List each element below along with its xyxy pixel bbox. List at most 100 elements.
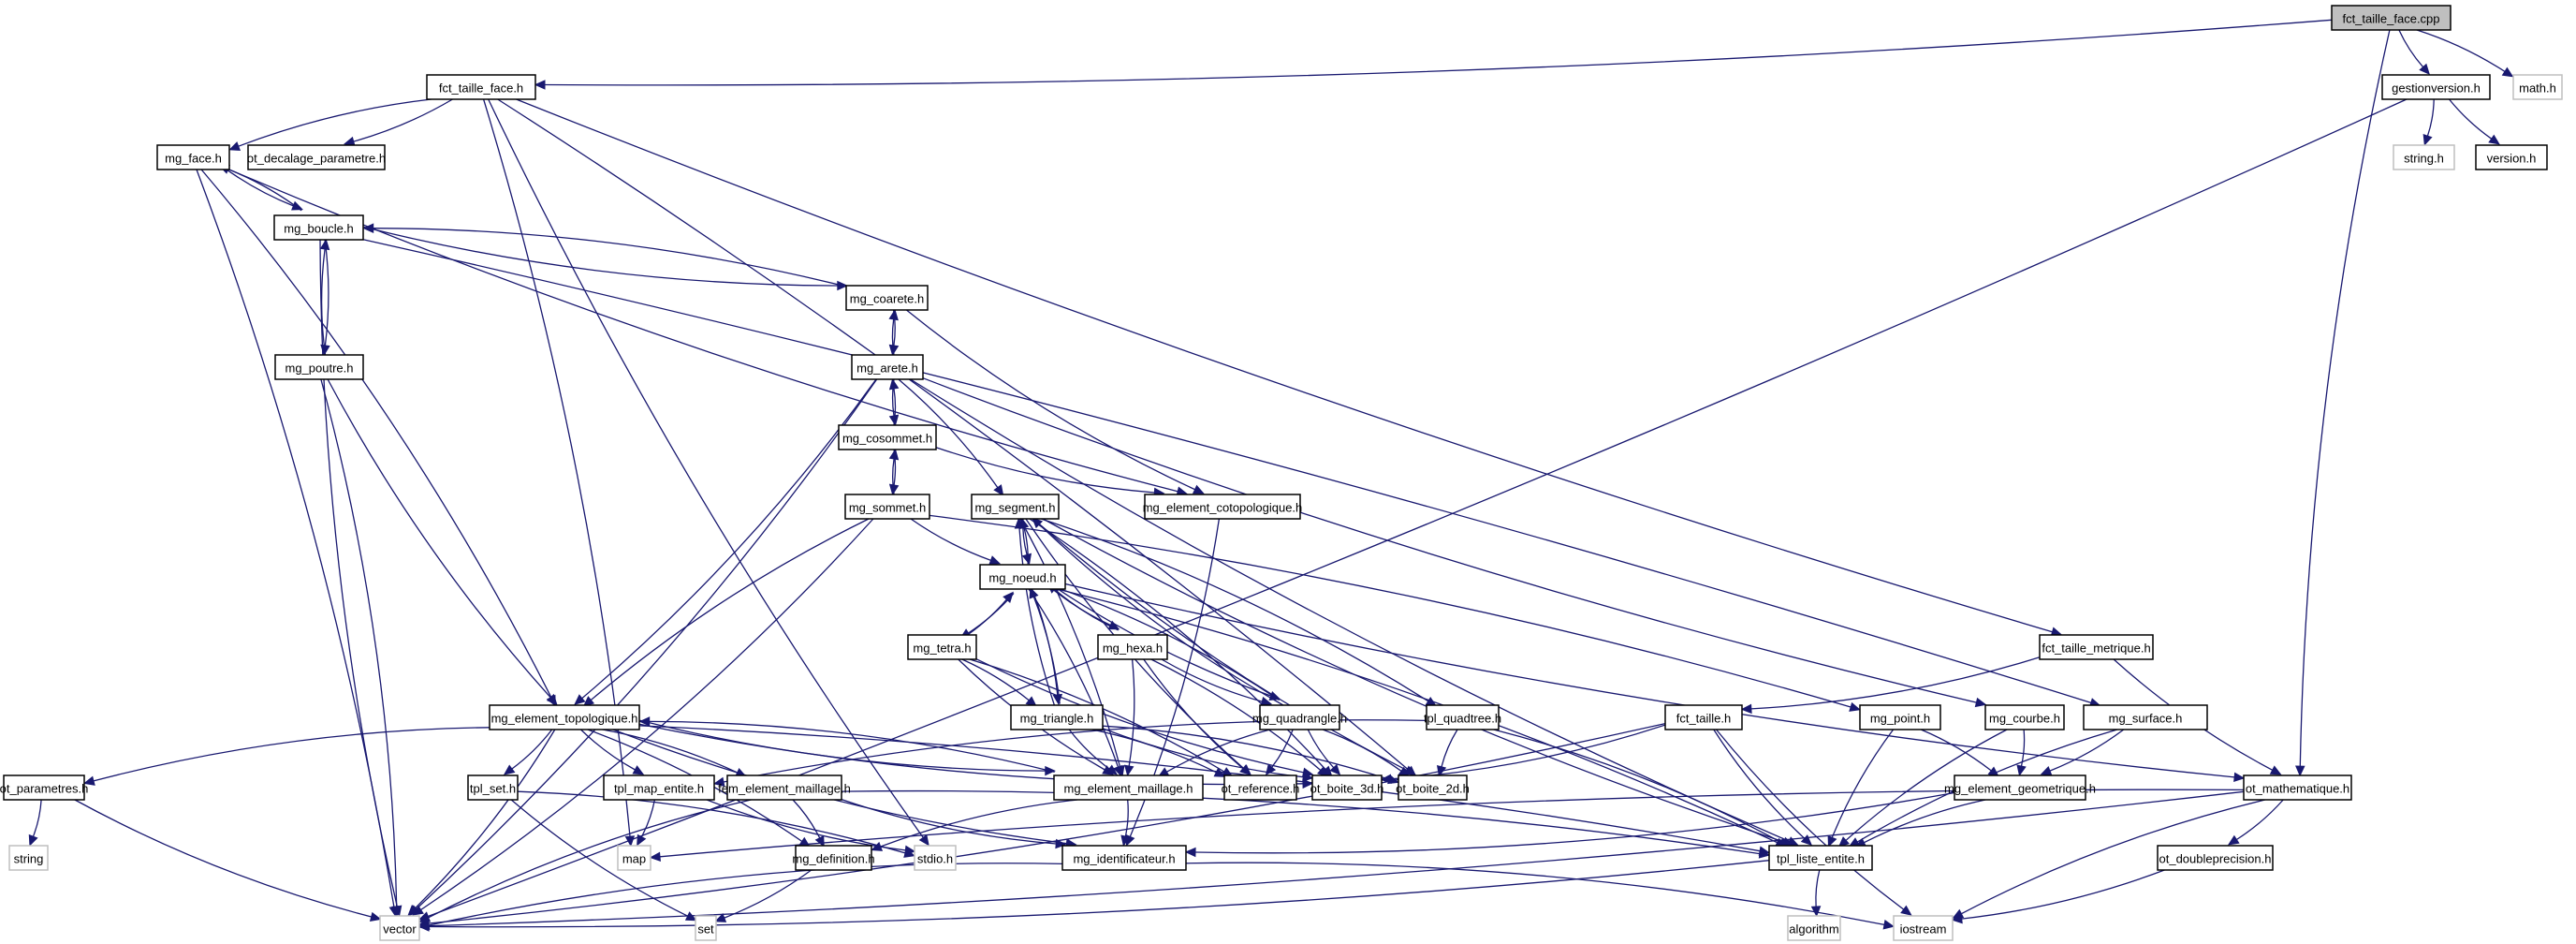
edge-ot_parametres_h-to-vector [74,799,382,922]
node-box[interactable] [3,774,85,801]
node-mg-arete-h[interactable]: mg_arete.h [851,354,924,380]
edge-mg_element_topologique_h-to-vector [407,729,556,917]
node-box[interactable] [979,564,1066,590]
arrowhead-icon [1810,906,1822,918]
node-box[interactable] [273,214,364,241]
node-box[interactable] [845,285,929,311]
node-box[interactable] [467,774,519,801]
node-box[interactable] [2039,634,2154,660]
node-box[interactable] [489,704,640,730]
node-box[interactable] [2083,704,2208,730]
node-box[interactable] [274,354,364,380]
node-box[interactable] [1097,634,1168,660]
edge-mg_triangle_h-to-mg_noeud_h [1029,586,1061,704]
node-ot-parametres-h[interactable]: ot_parametres.h [0,774,88,801]
node-box[interactable] [1954,774,2086,801]
node-label: mg_courbe.h [1989,712,2060,726]
node-fct-taille-face-cpp[interactable]: fct_taille_face.cpp [2331,5,2452,31]
node-label: mg_tetra.h [913,642,971,656]
node-mg-identificateur-h[interactable]: mg_identificateur.h [1061,845,1187,871]
node-ot-doubleprecision-h[interactable]: ot_doubleprecision.h [2157,845,2274,871]
node-mg-quadrangle-h[interactable]: mg_quadrangle.h [1252,704,1347,730]
node-fct-taille-h[interactable]: fct_taille.h [1664,704,1743,730]
node-mg-element-maillage-h[interactable]: mg_element_maillage.h [1053,774,1204,801]
node-box[interactable] [795,845,872,871]
node-box[interactable] [844,494,930,520]
node-vector: vector [379,915,420,941]
node-fct-taille-metrique-h[interactable]: fct_taille_metrique.h [2039,634,2154,660]
node-box[interactable] [1398,774,1468,801]
node-box[interactable] [426,74,536,100]
node-mg-cosommet-h[interactable]: mg_cosommet.h [838,424,937,450]
node-fct-taille-face-h[interactable]: fct_taille_face.h [426,74,536,100]
node-box[interactable] [726,774,842,801]
node-box[interactable] [603,774,715,801]
node-box[interactable] [907,634,977,660]
node-mg-triangle-h[interactable]: mg_triangle.h [1010,704,1104,730]
node-box[interactable] [1144,494,1301,520]
edge-line [1194,791,1955,854]
arrowhead-icon [534,80,546,90]
node-ot-reference-h[interactable]: ot_reference.h [1222,774,1300,801]
edge-line [428,863,1063,926]
node-mg-coarete-h[interactable]: mg_coarete.h [845,285,929,311]
node-label: mg_cosommet.h [842,432,932,446]
node-tpl-quadtree-h[interactable]: tpl_quadtree.h [1424,704,1501,730]
node-version-h[interactable]: version.h [2475,144,2548,170]
node-mg-hexa-h[interactable]: mg_hexa.h [1097,634,1168,660]
arrowhead-icon [1951,913,1963,924]
node-box[interactable] [2157,845,2274,871]
node-mg-surface-h[interactable]: mg_surface.h [2083,704,2208,730]
node-box[interactable] [2243,774,2352,801]
node-mg-face-h[interactable]: mg_face.h [156,144,230,170]
node-label: fct_taille_face.h [439,81,523,96]
edge-line [929,514,1852,708]
node-box[interactable] [1859,704,1941,730]
node-box[interactable] [156,144,230,170]
node-box[interactable] [851,354,924,380]
node-ot-boite-3d-h[interactable]: ot_boite_3d.h [1310,774,1384,801]
node-mg-segment-h[interactable]: mg_segment.h [971,494,1060,520]
node-tpl-map-entite-h[interactable]: tpl_map_entite.h [603,774,715,801]
edge-line [1040,518,1429,702]
node-ot-decalage-parametre-h[interactable]: ot_decalage_parametre.h [247,144,386,170]
node-mg-sommet-h[interactable]: mg_sommet.h [844,494,930,520]
node-box[interactable] [1223,774,1297,801]
node-box[interactable] [1259,704,1340,730]
edge-mg_arete_h-to-mg_element_topologique_h [574,378,877,705]
edge-line [238,98,432,147]
node-mg-poutre-h[interactable]: mg_poutre.h [274,354,364,380]
node-ot-boite-2d-h[interactable]: ot_boite_2d.h [1396,774,1470,801]
node-mg-definition-h[interactable]: mg_definition.h [792,845,875,871]
node-fem-element-maillage-h[interactable]: fem_element_maillage.h [718,774,851,801]
node-box[interactable] [1311,774,1383,801]
node-ot-mathematique-h[interactable]: ot_mathematique.h [2243,774,2352,801]
node-box[interactable] [1984,704,2065,730]
node-gestionversion-h[interactable]: gestionversion.h [2381,74,2491,100]
node-box[interactable] [971,494,1060,520]
node-box[interactable] [1061,845,1187,871]
node-box[interactable] [2381,74,2491,100]
node-box[interactable] [838,424,937,450]
node-box[interactable] [1426,704,1500,730]
node-box[interactable] [1664,704,1743,730]
arrowhead-icon [624,835,636,848]
node-tpl-set-h[interactable]: tpl_set.h [467,774,519,801]
node-mg-courbe-h[interactable]: mg_courbe.h [1984,704,2065,730]
node-mg-element-cotopologique-h[interactable]: mg_element_cotopologique.h [1143,494,1303,520]
node-label: string.h [2404,152,2444,166]
node-box[interactable] [2475,144,2548,170]
node-box[interactable] [1010,704,1104,730]
node-mg-noeud-h[interactable]: mg_noeud.h [979,564,1066,590]
node-mg-element-topologique-h[interactable]: mg_element_topologique.h [489,704,640,730]
node-box[interactable] [1053,774,1204,801]
node-box[interactable] [2331,5,2452,31]
edge-fem_element_maillage_h-to-mg_identificateur_h [841,798,1067,849]
node-mg-point-h[interactable]: mg_point.h [1859,704,1941,730]
node-mg-tetra-h[interactable]: mg_tetra.h [907,634,977,660]
node-tpl-liste-entite-h[interactable]: tpl_liste_entite.h [1768,845,1873,871]
node-box[interactable] [247,144,386,170]
node-mg-element-geometrique-h[interactable]: mg_element_geometrique.h [1944,774,2096,801]
node-mg-boucle-h[interactable]: mg_boucle.h [273,214,364,241]
node-box[interactable] [1768,845,1873,871]
